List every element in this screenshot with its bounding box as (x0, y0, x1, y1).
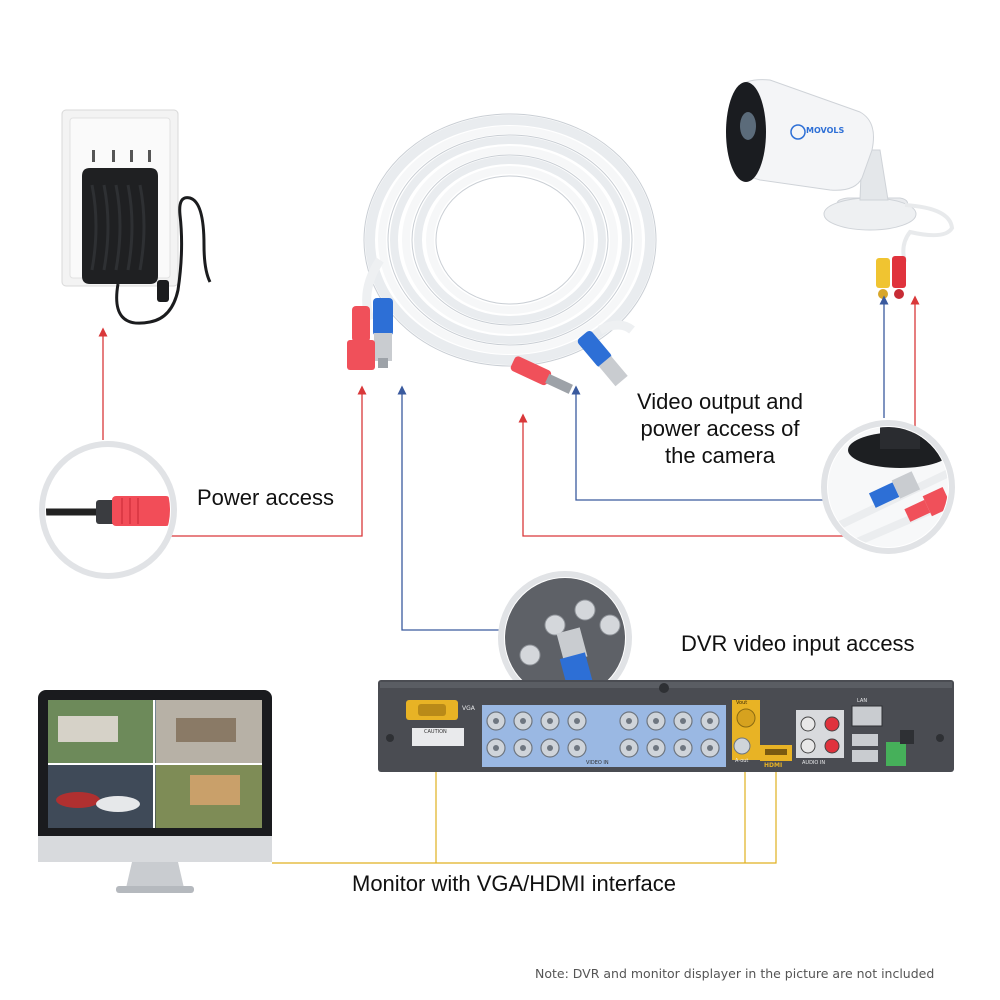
bnc-connector-right (577, 330, 628, 387)
dvr-lan-text: LAN (857, 698, 868, 704)
video-output-line-2: power access of (640, 416, 800, 441)
connection-lines (98, 295, 920, 864)
video-output-label: Video output and power access of the cam… (610, 388, 830, 469)
adapter-cable (115, 196, 212, 325)
dvr-video-in-text: VIDEO IN (586, 760, 609, 766)
dvr-input-label: DVR video input access (681, 631, 915, 656)
dvr-lan-port (851, 705, 883, 727)
dvr-audio-out-port (733, 737, 751, 755)
power-access-label: Power access (197, 485, 334, 510)
camera-logo-icon (790, 124, 806, 140)
power-line-right (518, 413, 852, 537)
dvr-usb-port (852, 734, 878, 746)
dvr-recorder (378, 680, 954, 772)
dvr-audio-in-text: AUDIO IN (802, 760, 826, 766)
dvr-vout-port (736, 708, 756, 728)
monitor-illustration (38, 690, 272, 893)
dvr-audio-out-text: A-out (735, 758, 749, 764)
power-adapter-illustration (61, 109, 212, 325)
power-plug-zoom (39, 441, 177, 579)
power-line-left (170, 385, 367, 537)
dc-connector-right (510, 356, 573, 394)
dvr-bnc-ports (486, 711, 720, 758)
dvr-vga-text: VGA (462, 705, 475, 712)
video-output-line-3: the camera (664, 443, 776, 468)
outlet-socket-icon (92, 150, 151, 162)
video-line-left (397, 385, 505, 631)
monitor-line (272, 766, 777, 864)
note-text: Note: DVR and monitor displayer in the p… (535, 966, 935, 981)
monitor-stand (126, 862, 184, 888)
dvr-caution-text: CAUTION (424, 729, 447, 735)
bnc-cable-coil-illustration (347, 113, 657, 394)
dvr-bnc-zoom (498, 571, 632, 705)
monitor-camera-feeds (48, 700, 262, 828)
dc-connector-left (347, 306, 375, 370)
bnc-connector-left (373, 298, 393, 368)
dvr-hdmi-text: HDMI (764, 762, 783, 769)
security-camera-illustration (726, 79, 955, 299)
dvr-power-terminal (886, 742, 906, 766)
video-output-line-1: Video output and (637, 389, 803, 414)
camera-connector-zoom (821, 420, 955, 554)
dvr-caution-sticker (412, 728, 464, 746)
monitor-label: Monitor with VGA/HDMI interface (352, 871, 676, 896)
camera-logo-text: MOVOLS (806, 126, 845, 135)
dvr-vout-text: Vout (736, 700, 748, 706)
video-line-right (571, 385, 830, 501)
